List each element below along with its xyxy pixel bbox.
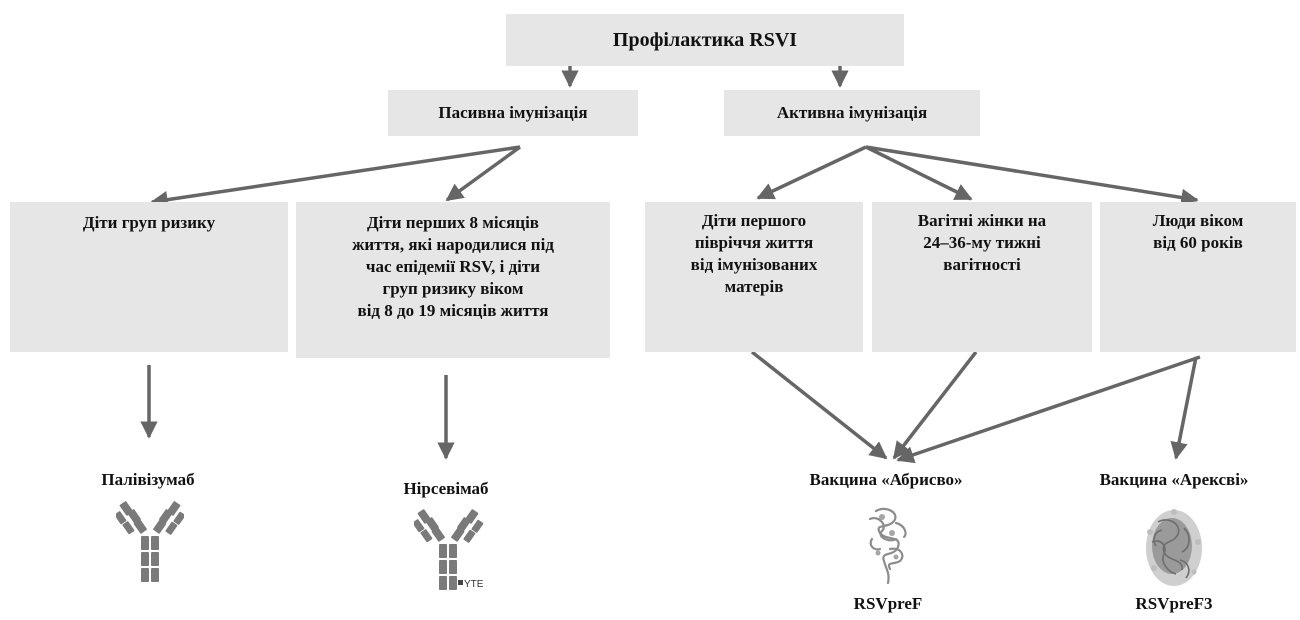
arexvy-label: Вакцина «Арексві» bbox=[1099, 470, 1249, 489]
infants-box: Діти першого півріччя життя від імунізов… bbox=[645, 202, 863, 352]
arrow-active-pregnant bbox=[865, 145, 973, 201]
root-title: Профілактика RSVI bbox=[612, 29, 798, 51]
arrow-pregnant-abrysvo bbox=[892, 350, 978, 460]
infants-text: Діти першого півріччя життя від імунізов… bbox=[690, 211, 818, 296]
risk-children-box: Діти груп ризику bbox=[10, 202, 288, 352]
arrow-elderly-abrysvo bbox=[896, 355, 1201, 464]
palivizumab-label: Палівізумаб bbox=[101, 470, 195, 489]
first8-months-box: Діти перших 8 місяців життя, які народил… bbox=[296, 202, 610, 358]
rsvpref-label: RSVpreF bbox=[853, 594, 923, 613]
palivizumab-antibody-icon bbox=[116, 501, 184, 582]
passive-box: Пасивна імунізація bbox=[388, 90, 638, 136]
pregnant-text: Вагітні жінки на 24–36-му тижні вагітнос… bbox=[917, 211, 1047, 274]
nirsevimab-label: Нірсевімаб bbox=[403, 479, 489, 498]
abrysvo-label: Вакцина «Абрисво» bbox=[809, 470, 963, 489]
arrow-elderly-arexvy bbox=[1170, 356, 1198, 460]
pregnant-box: Вагітні жінки на 24–36-му тижні вагітнос… bbox=[872, 202, 1092, 352]
nirsevimab-yte-tag: YTE bbox=[464, 579, 484, 590]
arrow-children-abrysvo bbox=[750, 350, 888, 460]
rsvpref-protein-icon bbox=[868, 507, 907, 585]
arrow-passive-risk bbox=[150, 145, 521, 209]
elderly-text: Люди віком від 60 років bbox=[1152, 211, 1244, 252]
arrow-active-children bbox=[756, 145, 867, 200]
active-box: Активна імунізація bbox=[724, 90, 980, 136]
rsvpref3-label: RSVpreF3 bbox=[1135, 594, 1213, 613]
arrow-passive-first8 bbox=[445, 145, 522, 202]
rsvpref3-protein-icon bbox=[1146, 509, 1202, 586]
root-box: Профілактика RSVI bbox=[506, 14, 904, 66]
first8-months-text: Діти перших 8 місяців життя, які народил… bbox=[352, 213, 554, 320]
passive-title: Пасивна імунізація bbox=[438, 103, 588, 122]
elderly-box: Люди віком від 60 років bbox=[1100, 202, 1296, 352]
nirsevimab-antibody-icon: YTE bbox=[414, 509, 484, 590]
active-title: Активна імунізація bbox=[776, 103, 928, 122]
risk-children-text: Діти груп ризику bbox=[82, 213, 216, 232]
arrow-active-elderly bbox=[865, 145, 1199, 207]
